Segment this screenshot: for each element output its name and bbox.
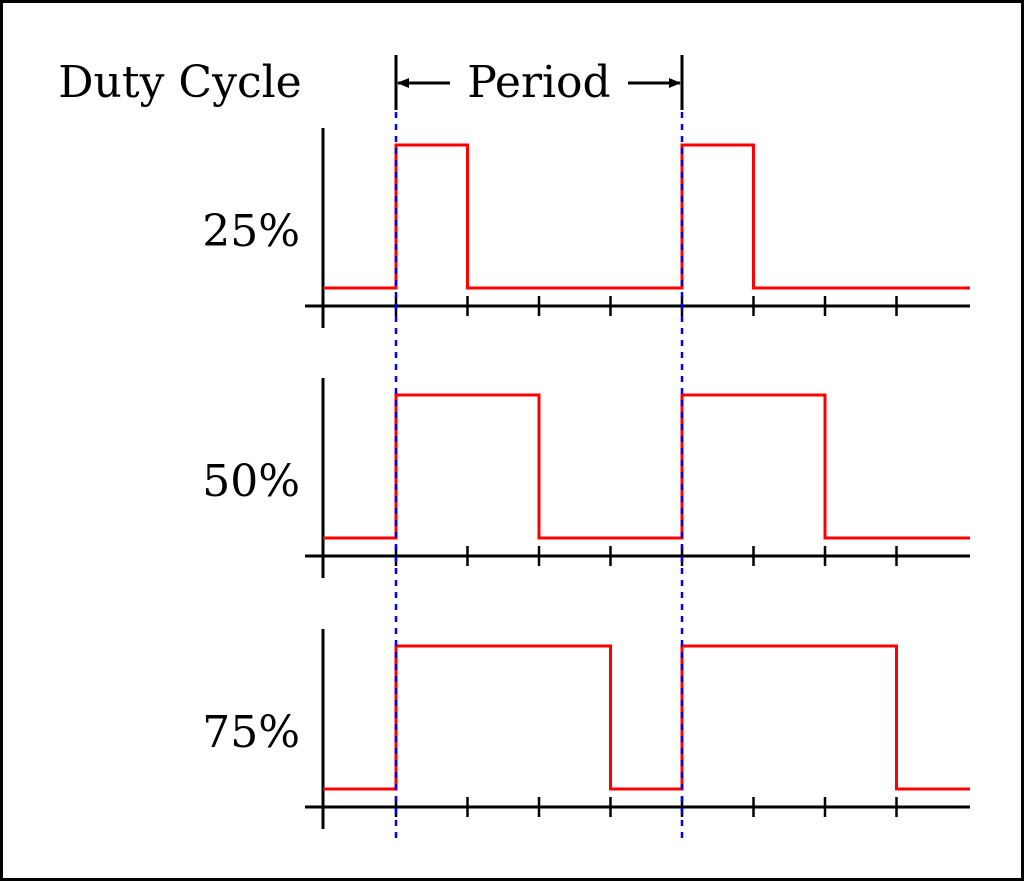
period-marker-layer	[394, 112, 684, 838]
duty-label: 50%	[202, 456, 300, 507]
duty-label: 75%	[202, 707, 300, 758]
period-indicator: Period	[394, 55, 684, 110]
pwm-waveform	[323, 143, 970, 290]
waveform-panel-2: 50%	[202, 378, 970, 578]
duty-cycle-heading: Duty Cycle	[58, 57, 301, 108]
duty-label: 25%	[202, 206, 300, 257]
waveform-panel-1: 25%	[202, 128, 970, 328]
pwm-waveform	[323, 393, 970, 540]
waveform-layer: 25% 50% 75%	[202, 128, 970, 829]
period-label: Period	[467, 57, 610, 108]
